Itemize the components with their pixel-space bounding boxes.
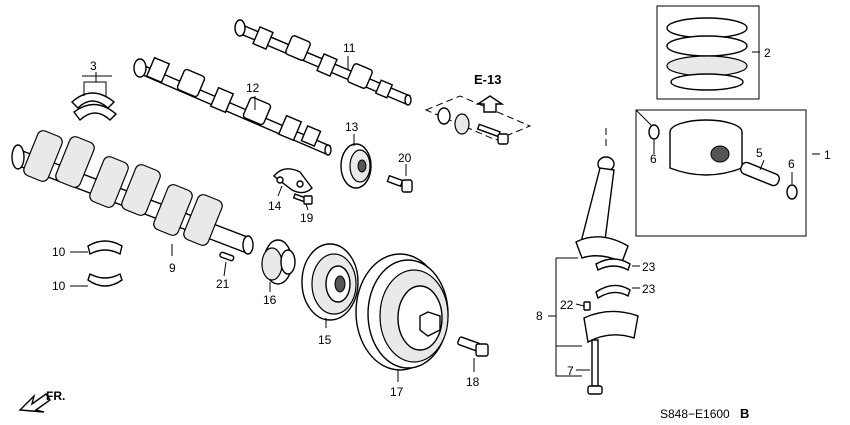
callout-2: 2 xyxy=(764,46,771,60)
e13-assembly xyxy=(424,95,532,145)
cam-sprocket-bolt[interactable] xyxy=(386,174,413,193)
leader-lines xyxy=(70,51,820,382)
callout-1: 1 xyxy=(824,148,831,162)
connecting-rod[interactable] xyxy=(575,128,629,263)
callout-10a: 10 xyxy=(52,245,66,259)
camshaft-sprocket[interactable] xyxy=(340,143,372,189)
callout-11: 11 xyxy=(343,41,356,55)
front-arrow-icon xyxy=(18,393,51,413)
snap-ring-left[interactable] xyxy=(648,124,660,140)
rod-bearing-upper[interactable] xyxy=(595,258,631,272)
crankshaft[interactable] xyxy=(11,129,254,255)
callout-22: 22 xyxy=(560,298,574,312)
rod-bearing-lower[interactable] xyxy=(595,284,631,300)
timing-belt-drive-pulley[interactable] xyxy=(301,243,359,321)
callout-20: 20 xyxy=(398,151,412,165)
callout-8: 8 xyxy=(536,309,543,323)
callout-23a: 23 xyxy=(642,260,656,274)
section-ref[interactable]: E-13 xyxy=(474,72,501,87)
callout-15: 15 xyxy=(318,333,332,347)
rod-cap[interactable] xyxy=(583,310,639,344)
crankshaft-sprocket[interactable] xyxy=(261,239,296,285)
callout-6b: 6 xyxy=(788,157,795,171)
crankshaft-pulley[interactable] xyxy=(355,253,449,371)
piston-assembly[interactable] xyxy=(635,109,807,237)
intake-camshaft[interactable] xyxy=(133,56,332,156)
main-bearing-lower[interactable] xyxy=(87,272,123,287)
woodruff-key[interactable] xyxy=(219,251,235,262)
callout-6a: 6 xyxy=(650,152,657,166)
dowel-pin[interactable] xyxy=(583,301,591,311)
callout-17: 17 xyxy=(390,385,404,399)
pulley-bolt[interactable] xyxy=(457,336,489,357)
piston-pin[interactable] xyxy=(739,161,781,187)
callout-12: 12 xyxy=(246,81,260,95)
piston-ring-set[interactable] xyxy=(656,5,760,100)
up-arrow-icon xyxy=(475,95,505,113)
snap-ring-right[interactable] xyxy=(786,184,798,200)
callout-10b: 10 xyxy=(52,279,66,293)
thrust-washer-lower[interactable] xyxy=(73,103,118,122)
callout-18: 18 xyxy=(466,375,480,389)
diagram-code-suffix: B xyxy=(740,406,749,421)
callout-13: 13 xyxy=(345,120,359,134)
callout-7: 7 xyxy=(567,364,574,378)
front-label: FR. xyxy=(46,389,65,403)
timing-plate[interactable] xyxy=(272,168,313,194)
exhaust-camshaft[interactable] xyxy=(234,19,412,106)
callout-3: 3 xyxy=(90,59,97,73)
callout-16: 16 xyxy=(263,293,277,307)
callout-21: 21 xyxy=(216,277,230,291)
callout-9: 9 xyxy=(169,261,176,275)
callout-5: 5 xyxy=(756,146,763,160)
main-bearing-upper[interactable] xyxy=(87,240,123,256)
callout-14: 14 xyxy=(268,199,282,213)
plate-bolt[interactable] xyxy=(292,193,313,205)
callout-19: 19 xyxy=(300,211,314,225)
rod-bolt[interactable] xyxy=(587,339,603,395)
callout-23b: 23 xyxy=(642,282,656,296)
diagram-code: S848−E1600 xyxy=(660,407,730,421)
